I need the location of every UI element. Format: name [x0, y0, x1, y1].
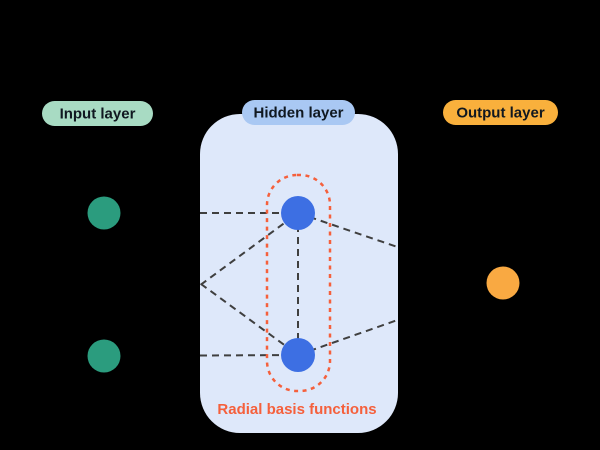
hidden-layer-pill-bg: [242, 100, 355, 125]
connection-lines: [200, 212, 398, 357]
hidden-node-2: [281, 338, 315, 372]
connection-line: [200, 354, 299, 357]
hidden-layer-label: Hidden layer: [253, 105, 343, 122]
output-node-1: [486, 266, 520, 300]
output-layer-pill: Output layer: [443, 100, 558, 125]
hidden-node-1: [281, 196, 315, 230]
connection-line: [297, 282, 398, 356]
rbf-dashed-outline: [265, 173, 332, 393]
output-layer-pill-bg: [443, 100, 558, 125]
input-node-1: [87, 196, 121, 230]
input-node-2: [87, 339, 121, 373]
input-layer-pill-bg: [42, 101, 153, 126]
rbf-caption: Radial basis functions: [217, 401, 376, 418]
output-layer-label: Output layer: [456, 105, 545, 122]
input-layer-label: Input layer: [60, 106, 136, 123]
input-layer-pill: Input layer: [42, 101, 153, 126]
connection-line: [297, 212, 398, 284]
hidden-layer-pill: Hidden layer: [242, 100, 355, 125]
connection-line: [200, 212, 299, 357]
